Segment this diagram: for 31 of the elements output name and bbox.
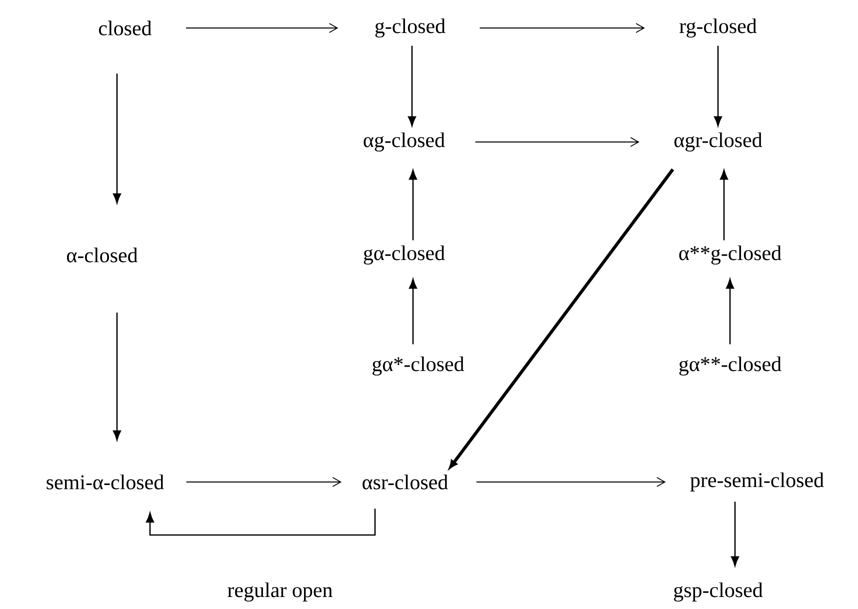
arrow (113, 312, 122, 440)
arrow (409, 278, 418, 344)
node-label: gα*-closed (372, 356, 464, 376)
arrow (449, 168, 674, 468)
arrow (474, 137, 640, 147)
arrow (730, 502, 740, 566)
node-label: gα-closed (364, 245, 445, 265)
arrow (408, 46, 416, 126)
arrow (714, 46, 722, 126)
node-label: pre-semi-closed (690, 472, 824, 492)
node-label: αsr-closed (362, 474, 448, 490)
node-label: semi-α-closed (46, 474, 164, 490)
node-label: α-closed (67, 248, 138, 262)
edge-label: regular open (226, 581, 334, 603)
arrow (113, 74, 122, 204)
arrow (479, 23, 645, 33)
node-label: g-closed (375, 18, 446, 38)
arrow (409, 170, 418, 240)
node-label: αgr-closed (674, 132, 762, 152)
arrow (186, 477, 342, 487)
arrow (146, 508, 376, 536)
arrow (720, 170, 728, 240)
node-label: αg-closed (364, 132, 445, 152)
node-label: α**g-closed (679, 245, 782, 265)
arrow (186, 23, 338, 33)
arrow (726, 278, 734, 344)
node-label: gα**-closed (679, 356, 782, 376)
node-label: rg-closed (680, 18, 757, 38)
arrow (476, 477, 666, 487)
node-label: gsp-closed (674, 582, 763, 602)
node-label: closed (98, 20, 152, 36)
